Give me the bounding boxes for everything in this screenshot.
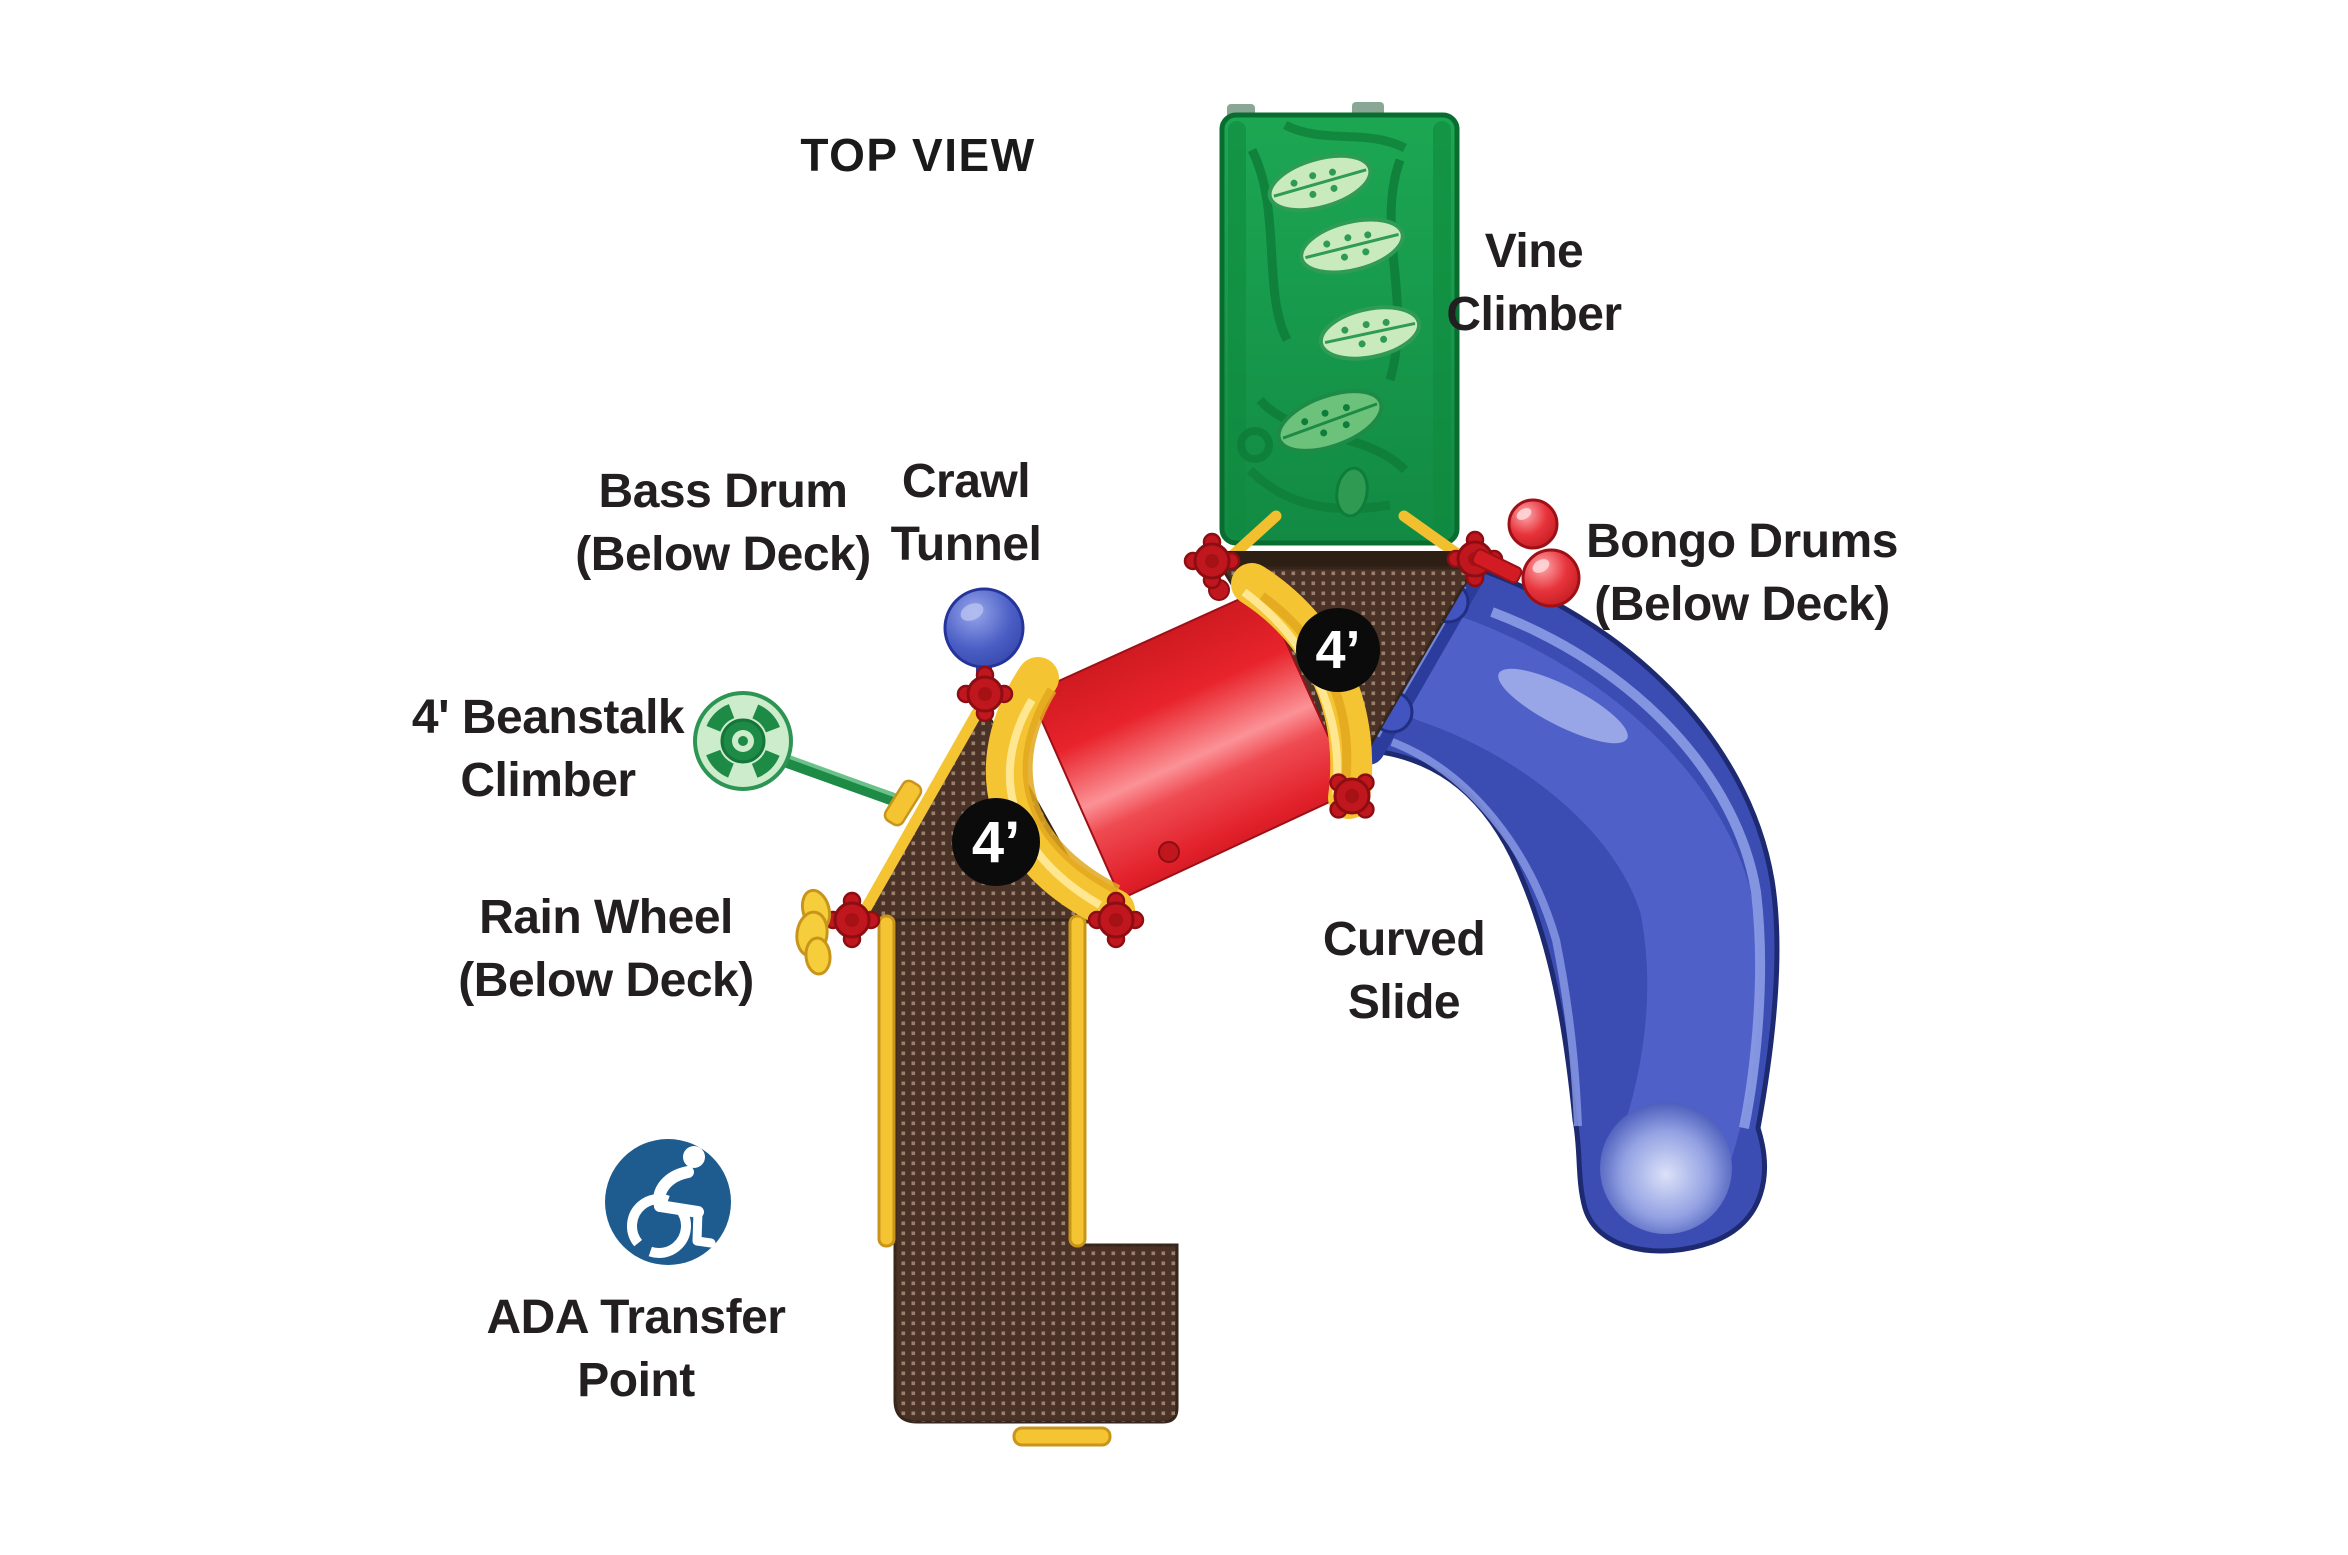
rain-wheel-shape xyxy=(795,888,832,976)
label-bass-drum: Bass Drum (Below Deck) xyxy=(575,465,871,582)
label-curved-slide: Curved Slide xyxy=(1322,913,1486,1030)
label-crawl-tunnel: Crawl Tunnel xyxy=(890,455,1042,572)
label-bongo-drums: Bongo Drums (Below Deck) xyxy=(1586,515,1898,632)
bass-drum-shape xyxy=(943,587,1025,686)
vine-leaf xyxy=(1267,153,1373,213)
vine-climber-panel xyxy=(1219,102,1460,546)
label-ada-transfer-point: ADA Transfer Point xyxy=(486,1291,786,1408)
ramp-rail-left xyxy=(877,914,896,1248)
bongo-drums-shape xyxy=(1471,498,1581,608)
ada-accessibility-icon xyxy=(605,1139,731,1265)
label-vine-climber: Vine Climber xyxy=(1446,225,1622,342)
ramp-end-kickplate xyxy=(1012,1426,1112,1447)
vine-leaf xyxy=(1276,389,1384,453)
left-deck-height-badge: 4’ xyxy=(952,798,1040,886)
ramp-rail-right xyxy=(1068,914,1087,1248)
diagram-title: TOP VIEW xyxy=(800,129,1036,181)
transfer-ramp xyxy=(877,914,1179,1447)
label-beanstalk-climber: 4' Beanstalk Climber xyxy=(411,691,685,808)
label-rain-wheel: Rain Wheel (Below Deck) xyxy=(458,891,754,1008)
beanstalk-climber-shape xyxy=(693,691,923,827)
vine-leaf xyxy=(1299,217,1405,275)
right-deck-height-badge: 4’ xyxy=(1296,608,1380,692)
vine-leaf xyxy=(1318,305,1422,361)
support-posts xyxy=(1226,510,1462,562)
